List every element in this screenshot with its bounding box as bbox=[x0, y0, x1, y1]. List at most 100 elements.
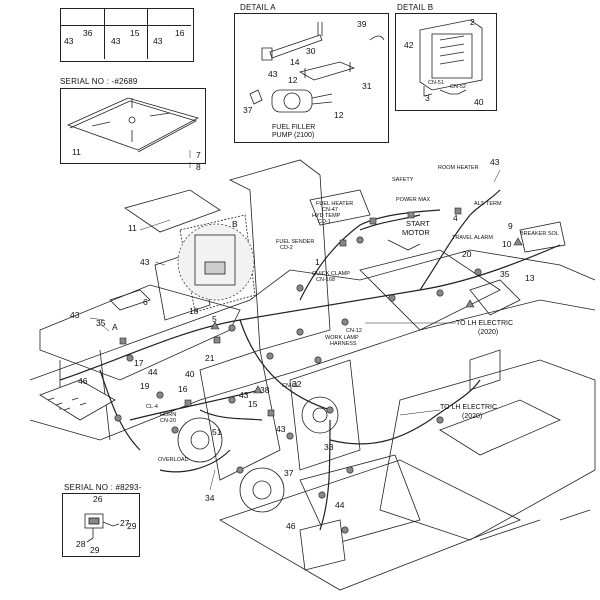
callout-40: 40 bbox=[185, 369, 195, 379]
callout-20: 20 bbox=[462, 249, 472, 259]
harness-label: HARNESS bbox=[330, 341, 357, 347]
quick-clamp-connector: CN-168 bbox=[316, 277, 335, 283]
callout-33: 33 bbox=[324, 442, 334, 452]
callout-46-a: 46 bbox=[78, 376, 88, 386]
callout-6: 6 bbox=[143, 297, 148, 307]
overload-label: OVERLOAD bbox=[158, 457, 189, 463]
callout-1: 1 bbox=[315, 257, 320, 267]
detail-b-connector-52: CN-52 bbox=[450, 84, 466, 90]
to-lh-electric-2: TO LH ELECTRIC bbox=[440, 404, 498, 411]
callout-32: 32 bbox=[292, 379, 302, 389]
legend-triangle-part-b: 16 bbox=[175, 28, 185, 38]
cl-4-label: CL-4 bbox=[146, 404, 158, 410]
detail-b-title: DETAIL B bbox=[397, 3, 434, 12]
callout-15: 15 bbox=[248, 399, 258, 409]
callout-21: 21 bbox=[205, 353, 215, 363]
detail-a-caption-2: PUMP (2100) bbox=[272, 132, 315, 139]
detail-a-title: DETAIL A bbox=[240, 3, 276, 12]
start-motor-label-1: START bbox=[406, 219, 430, 228]
callout-19: 19 bbox=[140, 381, 150, 391]
detail-a-part-43: 43 bbox=[268, 69, 278, 79]
to-lh-electric-1-code: (2020) bbox=[478, 329, 499, 336]
serial-top-title: SERIAL NO : -#2689 bbox=[60, 77, 138, 86]
detail-a-part-14: 14 bbox=[290, 57, 300, 67]
detail-a-part-37: 37 bbox=[243, 105, 253, 115]
to-lh-electric-1: TO LH ELECTRIC bbox=[456, 320, 514, 327]
cn-61-label: CN-61 bbox=[282, 383, 298, 389]
fuel-heater-label: FUEL HEATER bbox=[316, 201, 354, 207]
detail-a-panel bbox=[234, 13, 389, 143]
detail-a-part-12b: 12 bbox=[334, 110, 344, 120]
legend-divider bbox=[61, 25, 191, 26]
serial-bottom-part-drawing bbox=[84, 513, 120, 543]
serial-bottom-part-28: 28 bbox=[76, 539, 86, 549]
callout-44-b: 44 bbox=[335, 500, 345, 510]
serial-bottom-part-26: 26 bbox=[93, 494, 103, 504]
alt-term-label: ALT. TERM bbox=[474, 201, 502, 207]
legend-triangle-part-a: 43 bbox=[153, 36, 163, 46]
detail-a-part-39: 39 bbox=[357, 19, 367, 29]
cn-20-label: CN-20 bbox=[160, 418, 176, 424]
safety-label: SAFETY bbox=[392, 177, 414, 183]
callout-17: 17 bbox=[134, 358, 144, 368]
detail-b-panel bbox=[395, 13, 497, 111]
power-max-label: POWER MAX bbox=[396, 197, 431, 203]
start-motor-label-2: MOTOR bbox=[402, 228, 430, 237]
callout-13: 13 bbox=[525, 273, 535, 283]
callout-8: 8 bbox=[196, 162, 201, 172]
fuel-sender-connector: CD-2 bbox=[280, 245, 293, 251]
detail-a-part-12a: 12 bbox=[288, 75, 298, 85]
serial-bottom-part-29b: 29 bbox=[90, 545, 100, 555]
callout-51: 51 bbox=[212, 427, 222, 437]
legend-circle-part-b: 36 bbox=[83, 28, 93, 38]
serial-bottom-title: SERIAL NO : #8293- bbox=[64, 483, 142, 492]
legend-circle-part-a: 43 bbox=[64, 36, 74, 46]
serial-bottom-part-27: 27 bbox=[120, 518, 130, 528]
room-heater-label: ROOM HEATER bbox=[438, 165, 479, 171]
detail-b-part-40: 40 bbox=[474, 97, 484, 107]
cn-12-label: CN-12 bbox=[346, 328, 362, 334]
callout-35-b: 35 bbox=[500, 269, 510, 279]
detail-b-part-42: 42 bbox=[404, 40, 414, 50]
callout-5: 5 bbox=[212, 314, 217, 324]
callout-7: 7 bbox=[196, 150, 201, 160]
detail-a-part-30: 30 bbox=[306, 46, 316, 56]
detail-a-caption-1: FUEL FILLER bbox=[272, 124, 316, 131]
legend-square-part-a: 43 bbox=[111, 36, 121, 46]
callout-43-d: 43 bbox=[276, 424, 286, 434]
serial-top-part-11: 11 bbox=[72, 147, 81, 157]
callout-43-c: 43 bbox=[239, 390, 249, 400]
hyd-temp-connector: CD-1 bbox=[318, 219, 331, 225]
callout-9: 9 bbox=[508, 221, 513, 231]
to-lh-electric-2-code: (2020) bbox=[462, 413, 483, 420]
callout-a: A bbox=[112, 322, 118, 332]
callout-34: 34 bbox=[205, 493, 215, 503]
detail-b-connector-51: CN-51 bbox=[428, 80, 444, 86]
callout-37: 37 bbox=[284, 468, 294, 478]
breaker-sol-label: BREAKER SOL bbox=[520, 231, 559, 237]
serial-bottom-part-29a: 29 bbox=[127, 521, 137, 531]
serial-top-panel bbox=[60, 88, 206, 164]
callout-43-a: 43 bbox=[140, 257, 150, 267]
fuel-sender-label: FUEL SENDER bbox=[276, 239, 315, 245]
hyd-temp-label: HYD TEMP bbox=[312, 213, 341, 219]
fuel-heater-connector: CN-47 bbox=[322, 207, 338, 213]
callout-38: 38 bbox=[260, 385, 270, 395]
travel-alarm-label: TRAVEL ALARM bbox=[452, 235, 493, 241]
horn-label: HORN bbox=[160, 412, 177, 418]
legend-panel bbox=[60, 8, 194, 62]
callout-10: 10 bbox=[502, 239, 512, 249]
callout-11: 11 bbox=[128, 223, 137, 233]
callout-46-b: 46 bbox=[286, 521, 296, 531]
callout-44-a: 44 bbox=[148, 367, 158, 377]
detail-a-part-31: 31 bbox=[362, 81, 372, 91]
detail-b-part-3: 3 bbox=[425, 93, 430, 103]
callout-43-e: 43 bbox=[490, 157, 500, 167]
quick-clamp-label: QUICK CLAMP bbox=[312, 271, 350, 277]
callout-18: 18 bbox=[189, 306, 199, 316]
callout-35-a: 35 bbox=[96, 318, 106, 328]
legend-cell-square bbox=[104, 9, 148, 59]
serial-bottom-panel bbox=[62, 493, 140, 557]
legend-square-part-b: 15 bbox=[130, 28, 140, 38]
